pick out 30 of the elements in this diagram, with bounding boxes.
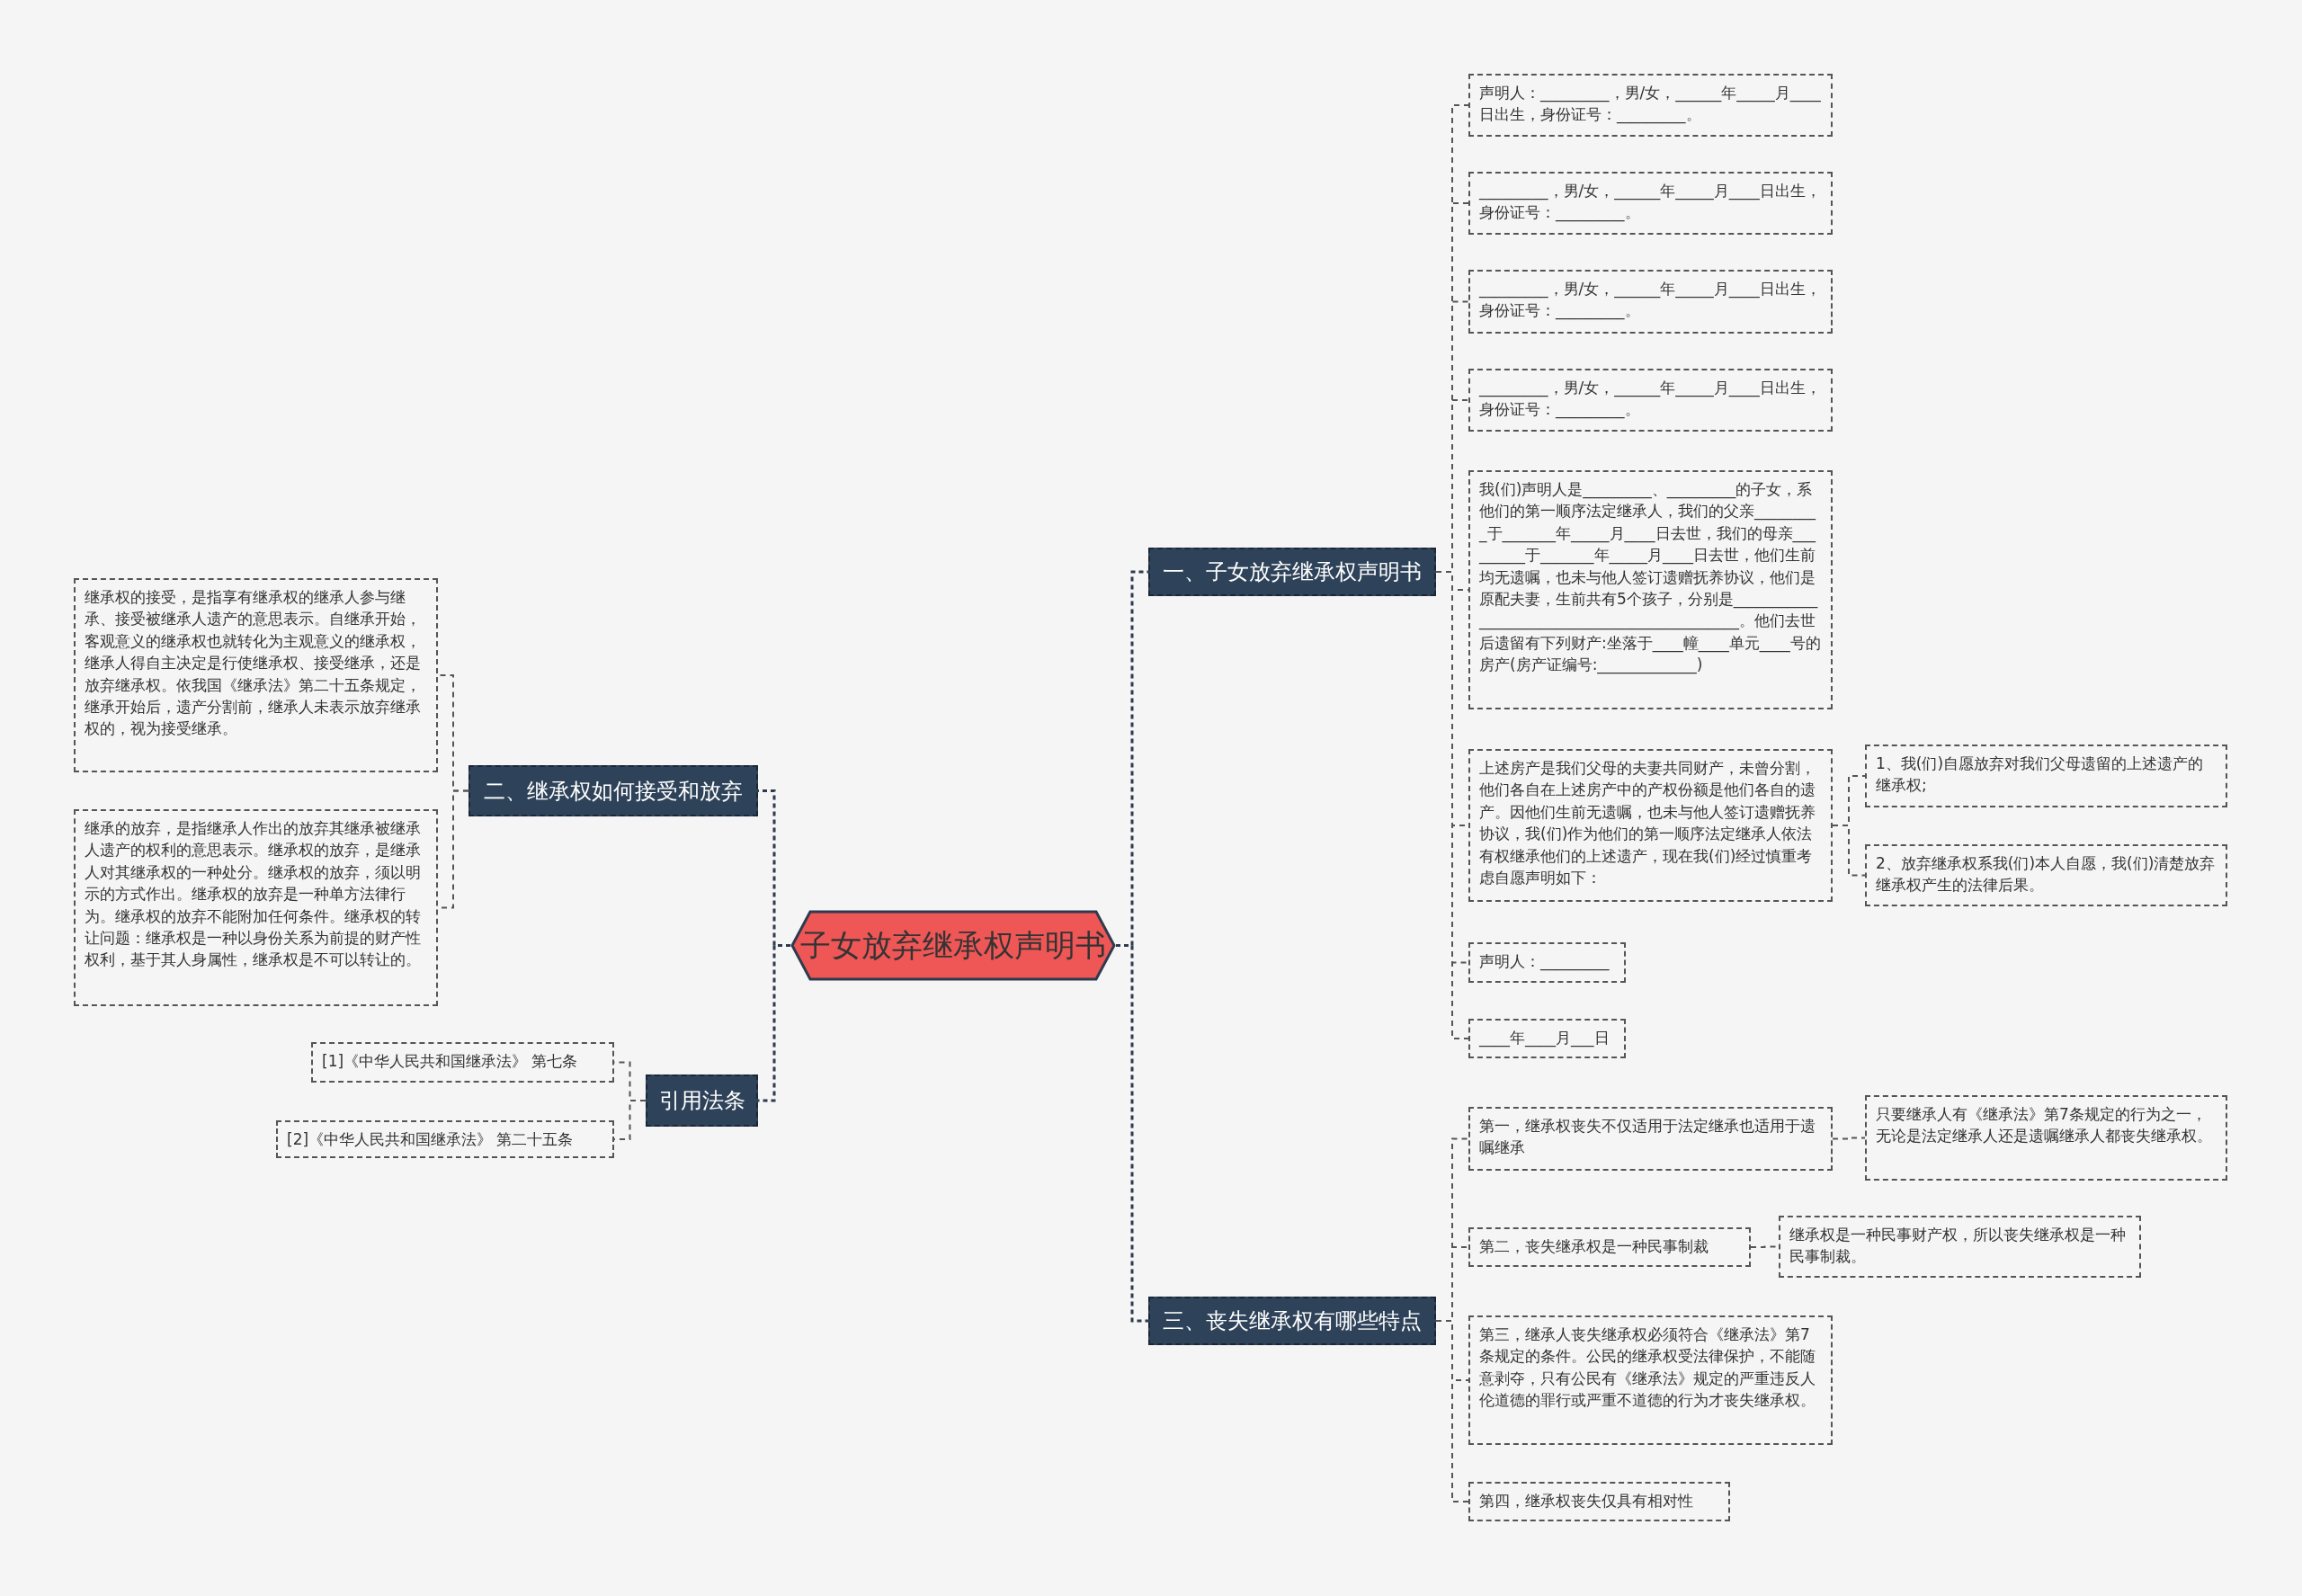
- text-box: 继承的放弃，是指继承人作出的放弃其继承被继承人遗产的权利的意思表示。继承权的放弃，是继承人对其继承权的一种处分。继承权的放弃，须以明示的方式作出。继承权的放弃是一种单方法律行为。继承权的放弃不能附加任何条件。继承权的转让问题：继承权是一种以身份关系为前提的财产性权利，基于其人身属性，继承权是不可以转让的。: [74, 809, 438, 1006]
- text-box: ____年____月___日: [1468, 1019, 1626, 1058]
- text-box: 我(们)声明人是_________、_________的子女，系他们的第一顺序法定继承人，我们的父亲_________于_______年_____月____日去世，我们的母亲_________于_______年_____月____日去世，他们生前均无遗嘱，也未与他人签订遗赠抚养协议，他们是原配夫妻，生前共有5个孩子，分别是_____________________________________________。他们去世后遗留有下列财产:坐落于____幢____单元____号的房产(房产证编号:_____________): [1468, 470, 1833, 709]
- text-box: 声明人：_________: [1468, 942, 1626, 983]
- text-box: 声明人：_________，男/女，______年_____月____日出生，身份证号：_________。: [1468, 74, 1833, 137]
- text-box: 第一，继承权丧失不仅适用于法定继承也适用于遗嘱继承: [1468, 1107, 1833, 1171]
- text-box: 2、放弃继承权系我(们)本人自愿，我(们)清楚放弃继承权产生的法律后果。: [1865, 844, 2227, 906]
- text-box: 只要继承人有《继承法》第7条规定的行为之一，无论是法定继承人还是遗嘱继承人都丧失继承权。: [1865, 1095, 2227, 1181]
- text-box: 第二，丧失继承权是一种民事制裁: [1468, 1227, 1751, 1267]
- text-box: [2]《中华人民共和国继承法》 第二十五条: [276, 1120, 614, 1158]
- text-box: [1]《中华人民共和国继承法》 第七条: [311, 1042, 614, 1083]
- text-box: 第四，继承权丧失仅具有相对性: [1468, 1482, 1730, 1521]
- text-box: 继承权的接受，是指享有继承权的继承人参与继承、接受被继承人遗产的意思表示。自继承开始，客观意义的继承权也就转化为主观意义的继承权，继承人得自主决定是行使继承权、接受继承，还是放弃继承权。依我国《继承法》第二十五条规定，继承开始后，遗产分割前，继承人未表示放弃继承权的，视为接受继承。: [74, 578, 438, 772]
- connector-line: [1832, 825, 1866, 877]
- text-box: _________，男/女，______年_____月____日出生，身份证号：_________。: [1468, 369, 1833, 432]
- branch-box: 三、丧失继承权有哪些特点: [1148, 1297, 1436, 1345]
- connector-line: [1116, 944, 1148, 1323]
- connector-line: [1832, 1137, 1866, 1140]
- text-box: 继承权是一种民事财产权，所以丧失继承权是一种民事制裁。: [1779, 1216, 2141, 1278]
- connector-line: [613, 1100, 647, 1140]
- text-box: _________，男/女，______年_____月____日出生，身份证号：_________。: [1468, 270, 1833, 334]
- branch-box: 一、子女放弃继承权声明书: [1148, 548, 1436, 596]
- topic-hexagon: 子女放弃继承权声明书: [790, 910, 1116, 981]
- text-box: _________，男/女，______年_____月____日出生，身份证号：_________。: [1468, 172, 1833, 235]
- text-box: 上述房产是我们父母的夫妻共同财产，未曾分割，他们各自在上述房产中的产权份额是他们各自的遗产。因他们生前无遗嘱，也未与他人签订遗赠抚养协议，我(们)作为他们的第一顺序法定继承人依法有权继承他们的上述遗产，现在我(们)经过慎重考虑自愿声明如下：: [1468, 749, 1833, 902]
- text-box: 第三，继承人丧失继承权必须符合《继承法》第7条规定的条件。公民的继承权受法律保护，不能随意剥夺，只有公民有《继承法》规定的严重违反人伦道德的罪行或严重不道德的行为才丧失继承权。: [1468, 1315, 1833, 1445]
- branch-box: 引用法条: [646, 1074, 758, 1127]
- connector-line: [1435, 1320, 1469, 1502]
- branch-box: 二、继承权如何接受和放弃: [468, 765, 758, 816]
- text-box: 1、我(们)自愿放弃对我们父母遗留的上述遗产的继承权;: [1865, 745, 2227, 807]
